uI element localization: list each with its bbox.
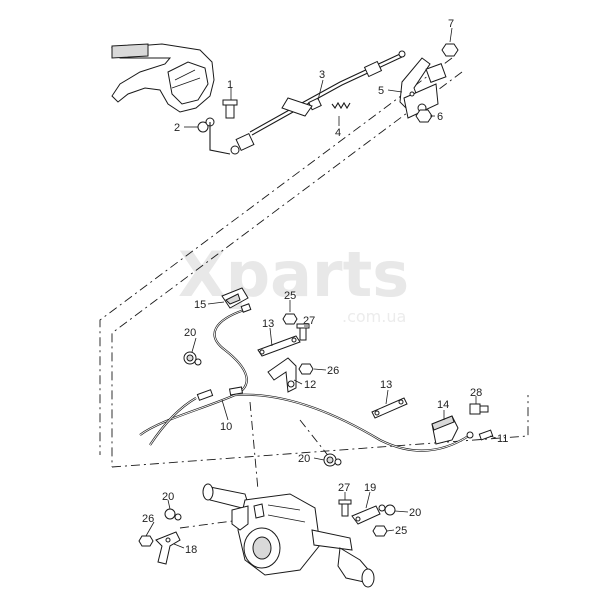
callout-25-b: 25 — [395, 525, 407, 537]
compensator-part-5 — [399, 57, 447, 119]
callout-5: 5 — [378, 85, 384, 97]
callout-27-b: 27 — [338, 482, 350, 494]
callout-6: 6 — [437, 111, 443, 123]
bolt-part-1 — [222, 99, 238, 119]
callout-20-d: 20 — [409, 507, 421, 519]
nut-part-25-b — [372, 525, 388, 537]
clip-part-20-b — [323, 453, 342, 467]
callout-12: 12 — [304, 379, 316, 391]
bracket-part-13-upper — [257, 335, 301, 357]
clip-part-20-a — [183, 351, 202, 366]
rear-cable-part-10 — [139, 303, 474, 452]
clip-part-20-d — [378, 504, 396, 516]
callout-20-c: 20 — [162, 491, 174, 503]
callout-20-b: 20 — [298, 453, 310, 465]
callout-10: 10 — [220, 421, 232, 433]
nut-part-7 — [441, 43, 459, 57]
callout-28: 28 — [470, 387, 482, 399]
callout-25-a: 25 — [284, 290, 296, 302]
watermark-brand: Xparts — [178, 238, 409, 311]
callout-26-a: 26 — [327, 365, 339, 377]
bracket-part-15 — [221, 287, 249, 309]
dashed-guide-lines — [99, 57, 529, 529]
front-cable-part-3 — [230, 50, 406, 155]
bracket-part-18 — [155, 531, 181, 565]
cable-end-part-11 — [478, 429, 494, 441]
bracket-part-13-lower — [371, 397, 408, 419]
watermark-domain: .com.ua — [342, 307, 406, 326]
screw-part-27-b — [338, 499, 352, 517]
holder-part-14 — [431, 415, 459, 445]
callout-4: 4 — [335, 127, 341, 139]
callout-3: 3 — [319, 69, 325, 81]
bracket-part-12 — [267, 357, 297, 393]
nut-part-6 — [415, 109, 433, 123]
callout-19: 19 — [364, 482, 376, 494]
handbrake-lever — [111, 43, 215, 113]
nut-part-26-a — [298, 363, 314, 375]
callout-20-a: 20 — [184, 327, 196, 339]
bracket-part-19 — [351, 505, 381, 525]
nut-part-25-a — [282, 313, 298, 325]
callout-7: 7 — [448, 18, 454, 30]
leader-lines — [145, 27, 497, 549]
screw-part-28 — [469, 403, 489, 415]
nut-part-26-b — [138, 535, 154, 547]
callout-1: 1 — [227, 79, 233, 91]
rear-axle-differential — [202, 483, 375, 588]
callout-13-lower: 13 — [380, 379, 392, 391]
callout-13-upper: 13 — [262, 318, 274, 330]
spring-part-4 — [331, 101, 351, 110]
callout-2: 2 — [174, 122, 180, 134]
callout-27-a: 27 — [303, 315, 315, 327]
clip-part-2 — [197, 117, 231, 155]
callout-26-b: 26 — [142, 513, 154, 525]
callout-18: 18 — [185, 544, 197, 556]
callout-labels: 1 2 3 4 5 6 7 10 11 12 13 13 14 15 18 19… — [142, 18, 508, 556]
callout-14: 14 — [437, 399, 449, 411]
callout-11: 11 — [497, 433, 508, 445]
clip-part-20-c — [164, 508, 182, 521]
screw-part-27-a — [296, 323, 310, 341]
callout-15: 15 — [194, 299, 206, 311]
